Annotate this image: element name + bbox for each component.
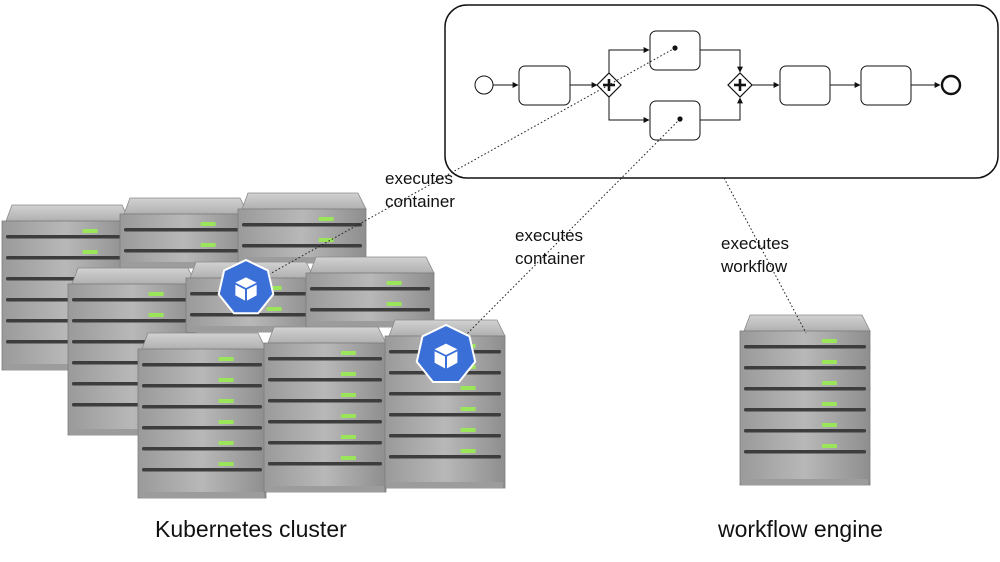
server-unit	[137, 332, 267, 499]
status-led-icon	[218, 462, 234, 466]
label-line: container	[515, 249, 585, 268]
status-led-icon	[340, 393, 356, 397]
status-led-icon	[82, 229, 98, 233]
server-group	[1, 192, 871, 499]
task-4[interactable]	[860, 65, 912, 106]
status-led-icon	[460, 407, 476, 411]
status-led-icon	[340, 414, 356, 418]
process-container	[444, 4, 999, 179]
connector-container-upper	[249, 47, 676, 286]
server-unit	[305, 256, 435, 328]
status-led-icon	[460, 449, 476, 453]
status-led-icon	[340, 456, 356, 460]
status-led-icon	[200, 222, 216, 226]
label-line: container	[385, 192, 455, 211]
connectors	[249, 47, 807, 353]
status-led-icon	[386, 302, 402, 306]
status-led-icon	[821, 381, 837, 385]
connector-workflow	[723, 177, 807, 334]
status-led-icon	[218, 420, 234, 424]
status-led-icon	[460, 428, 476, 432]
container-task-lower[interactable]	[649, 100, 701, 141]
caption-kubernetes-cluster: Kubernetes cluster	[155, 516, 347, 542]
status-led-icon	[460, 386, 476, 390]
status-led-icon	[340, 372, 356, 376]
status-led-icon	[386, 281, 402, 285]
label-executes-workflow: executes workflow	[721, 232, 789, 278]
server-unit	[384, 319, 506, 489]
process-model	[444, 4, 999, 179]
status-led-icon	[266, 307, 282, 311]
status-led-icon	[821, 444, 837, 448]
kubernetes-pod-cube-icon	[415, 323, 477, 383]
status-led-icon	[266, 286, 282, 290]
status-led-icon	[340, 351, 356, 355]
server-unit	[263, 326, 387, 493]
status-led-icon	[148, 292, 164, 296]
status-led-icon	[218, 399, 234, 403]
status-led-icon	[218, 441, 234, 445]
label-line: executes	[721, 234, 790, 253]
status-led-icon	[821, 339, 837, 343]
status-led-icon	[218, 357, 234, 361]
status-led-icon	[340, 435, 356, 439]
label-executes-container-2: executes container	[515, 224, 585, 270]
end-event[interactable]	[940, 74, 962, 96]
status-led-icon	[218, 378, 234, 382]
server-unit	[237, 192, 367, 264]
connector-container-lower	[448, 118, 681, 353]
parallel-split-gateway-icon[interactable]	[596, 72, 622, 98]
label-line: executes	[385, 169, 454, 188]
task-3[interactable]	[779, 65, 831, 106]
status-led-icon	[821, 402, 837, 406]
status-led-icon	[318, 217, 334, 221]
label-line: executes	[515, 226, 584, 245]
caption-workflow-engine: workflow engine	[718, 516, 883, 542]
status-led-icon	[82, 250, 98, 254]
status-led-icon	[200, 243, 216, 247]
label-executes-container-1: executes container	[385, 167, 455, 213]
server-unit	[739, 314, 871, 486]
container-badges	[217, 258, 477, 383]
status-led-icon	[148, 313, 164, 317]
label-line: workflow	[721, 257, 788, 276]
parallel-join-gateway-icon[interactable]	[727, 72, 753, 98]
task-1[interactable]	[518, 65, 571, 106]
server-unit	[119, 197, 249, 269]
kubernetes-pod-cube-icon	[217, 258, 275, 315]
status-led-icon	[821, 360, 837, 364]
status-led-icon	[821, 423, 837, 427]
start-event[interactable]	[474, 75, 494, 95]
status-led-icon	[318, 238, 334, 242]
